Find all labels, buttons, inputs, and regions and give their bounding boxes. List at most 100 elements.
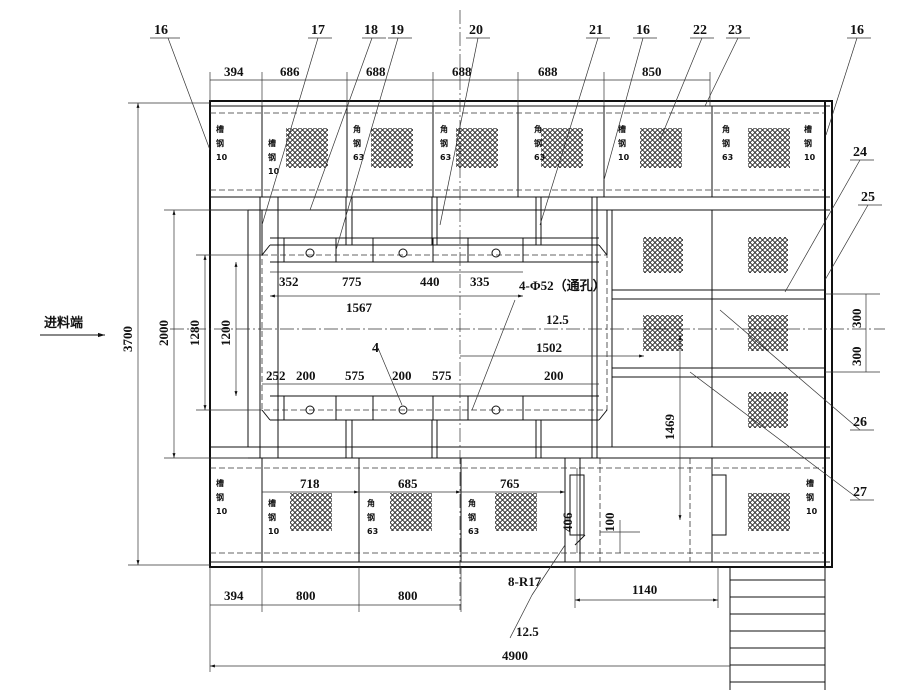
beam-note: 10: [618, 153, 630, 162]
dim-inner-top: 775: [342, 274, 362, 289]
beam-note: 角: [468, 498, 476, 508]
mesh-cell: [748, 493, 790, 531]
mesh-cell: [390, 493, 432, 531]
beam-note: 钢: [216, 138, 224, 148]
beam-note: 槽: [268, 138, 276, 148]
dim-top: 686: [280, 64, 300, 79]
dim-bottom: 394: [224, 588, 244, 603]
dim-inner-bottom: 200: [392, 368, 412, 383]
part-label: 24: [853, 145, 867, 160]
part-label: 25: [861, 190, 875, 205]
bolt-row-bottom: [270, 395, 599, 421]
dim-4900: 4900: [502, 648, 528, 663]
beam-note: 钢: [353, 138, 361, 148]
beam-note: 10: [216, 507, 228, 516]
beam-note: 10: [268, 167, 280, 176]
dim-inner-bottom: 200: [544, 368, 564, 383]
part-label: 22: [693, 23, 707, 38]
mesh-cell: [643, 237, 683, 273]
beam-note: 角: [534, 124, 542, 134]
dim-3700: 3700: [120, 326, 135, 352]
dim-bottom-inner: 685: [398, 476, 418, 491]
mesh-cell: [456, 128, 498, 168]
dim-bottom-inner: 765: [500, 476, 520, 491]
dim-2000: 2000: [156, 320, 171, 346]
mesh-cell: [286, 128, 328, 168]
dim-right: 300: [849, 347, 864, 367]
radius-note-sub: 12.5: [516, 624, 539, 639]
beam-notes: 槽 钢 10 槽 钢 10 角 钢 63 角 钢 63 角 钢 63 槽 钢 1…: [216, 124, 818, 536]
beam-note: 槽: [268, 498, 276, 508]
dim-inner-bottom: 200: [296, 368, 316, 383]
beam-note: 角: [722, 124, 730, 134]
dim-bottom: 800: [398, 588, 418, 603]
part-label: 23: [728, 23, 742, 38]
part-label: 17: [311, 23, 325, 38]
dim-406: 406: [560, 512, 575, 532]
dim-bottom: 800: [296, 588, 316, 603]
beam-note: 10: [268, 527, 280, 536]
mesh-cell: [541, 128, 583, 168]
beam-note: 槽: [216, 478, 224, 488]
feed-label: 进料端: [44, 315, 83, 330]
dim-top: 688: [452, 64, 472, 79]
beam-note: 钢: [722, 138, 730, 148]
part-label: 16: [850, 23, 864, 38]
dim-inner-total: 1567: [346, 300, 373, 315]
dim-top: 394: [224, 64, 244, 79]
dim-1200: 1200: [218, 320, 233, 346]
beam-note: 角: [367, 498, 375, 508]
dim-inner-top: 440: [420, 274, 440, 289]
beam-note: 10: [216, 153, 228, 162]
dim-1469: 1469: [662, 414, 677, 441]
beam-note: 槽: [806, 478, 814, 488]
beam-note: 钢: [806, 492, 814, 502]
part-label: 16: [636, 23, 650, 38]
beam-note: 钢: [618, 138, 626, 148]
beam-note: 10: [806, 507, 818, 516]
beam-note: 钢: [268, 512, 276, 522]
beam-note: 钢: [534, 138, 542, 148]
mesh-cell: [748, 392, 788, 428]
beam-note: 槽: [216, 124, 224, 134]
part-label: 27: [853, 485, 867, 500]
inner-opening: [247, 209, 613, 448]
beam-note: 角: [440, 124, 448, 134]
part-label: 18: [364, 23, 378, 38]
mesh-cell: [371, 128, 413, 168]
mesh-cell: [643, 315, 683, 351]
beam-note: 钢: [367, 512, 375, 522]
beam-note: 钢: [268, 152, 276, 162]
beam-note: 63: [722, 153, 733, 162]
beam-note: 角: [353, 124, 361, 134]
beam-note: 63: [534, 153, 545, 162]
beam-note: 槽: [804, 124, 812, 134]
part-label: 26: [853, 415, 867, 430]
mesh-cell: [748, 128, 790, 168]
dim-inner-bottom: 575: [432, 368, 452, 383]
part-label: 19: [390, 23, 404, 38]
part-label: 20: [469, 23, 483, 38]
dim-100: 100: [602, 513, 617, 533]
mesh-cell: [290, 493, 332, 531]
mesh-cell: [640, 128, 682, 168]
hopper-structure: [569, 457, 727, 563]
beam-note: 槽: [618, 124, 626, 134]
dimension-text: 394 686 688 688 688 850 352 775 440 335 …: [44, 64, 864, 663]
dim-inner-bottom: 252: [266, 368, 286, 383]
dim-right: 300: [849, 309, 864, 329]
part-label: 21: [589, 23, 603, 38]
beam-note: 钢: [440, 138, 448, 148]
beam-note: 10: [804, 153, 816, 162]
hole-note: 4-Φ52（通孔）: [519, 278, 606, 293]
radius-note: 8-R17: [508, 574, 542, 589]
beam-note: 钢: [216, 492, 224, 502]
dim-1140: 1140: [632, 582, 657, 597]
part-label: 16: [154, 23, 168, 38]
outer-frame: [209, 100, 833, 568]
beam-note: 63: [440, 153, 451, 162]
part-label: 4: [372, 341, 379, 356]
dimension-lines: [128, 72, 880, 672]
dim-top: 688: [366, 64, 386, 79]
